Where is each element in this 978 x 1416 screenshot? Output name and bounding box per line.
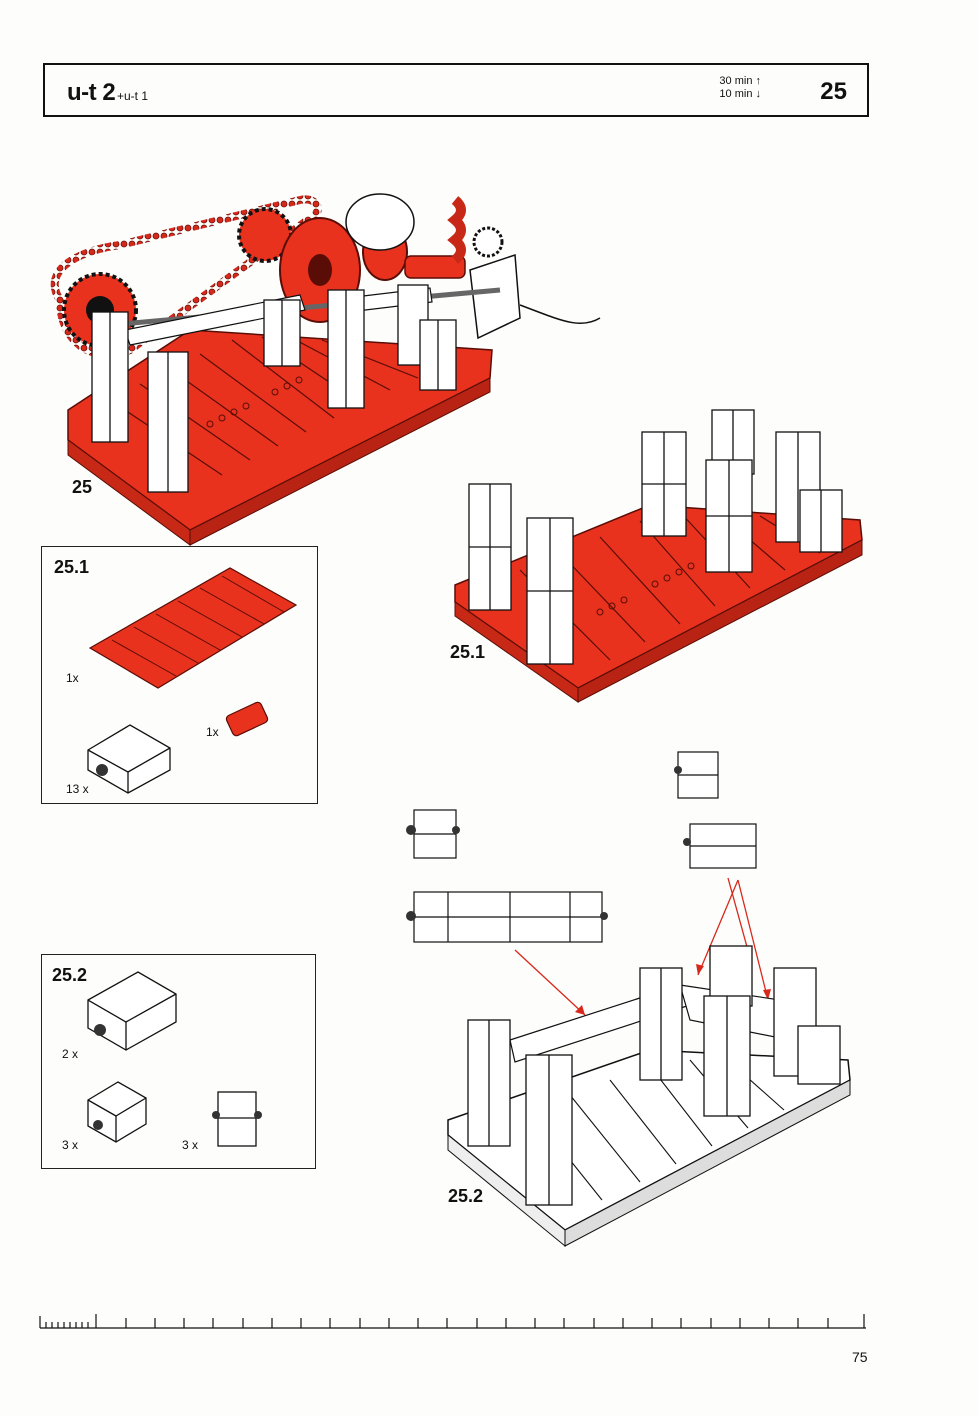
parts-box-title: 25.2 <box>52 965 88 985</box>
page-number: 75 <box>852 1349 868 1365</box>
figure-label-25-1: 25.1 <box>450 642 486 662</box>
model-25-1-illustration <box>454 409 863 703</box>
block-quantity: 2 x <box>62 1047 79 1061</box>
model-25-illustration <box>50 193 601 546</box>
small-block-quantity: 3 x <box>62 1138 79 1152</box>
time-estimate: 30 min ↑ 10 min ↓ <box>719 75 761 101</box>
parts-25-1-icons <box>87 567 298 794</box>
parts-25-2-icons <box>87 971 262 1147</box>
model-subtitle: +u-t 1 <box>117 89 149 103</box>
base-plate-quantity: 1x <box>66 671 79 685</box>
step-number: 25 <box>820 78 847 105</box>
parts-box-title: 25.1 <box>54 557 90 577</box>
time-down: 10 min ↓ <box>719 88 761 100</box>
block-quantity: 13 x <box>66 782 89 796</box>
parts-box-25-1: 25.1 1x 1x 13 x <box>41 546 318 804</box>
model-25-2-illustration <box>406 751 851 1248</box>
figure-label-25: 25 <box>72 477 93 497</box>
figure-label-25-2: 25.2 <box>448 1186 484 1206</box>
model-title: u-t 2 <box>67 79 116 106</box>
time-up: 30 min ↑ <box>719 75 761 87</box>
red-connector-quantity: 1x <box>206 725 219 739</box>
header-box: u-t 2 +u-t 1 30 min ↑ 10 min ↓ 25 <box>43 63 869 117</box>
parts-box-25-2: 25.2 2 x 3 x 3 x <box>41 954 316 1169</box>
spacer-quantity: 3 x <box>182 1138 199 1152</box>
ruler <box>39 1314 866 1329</box>
